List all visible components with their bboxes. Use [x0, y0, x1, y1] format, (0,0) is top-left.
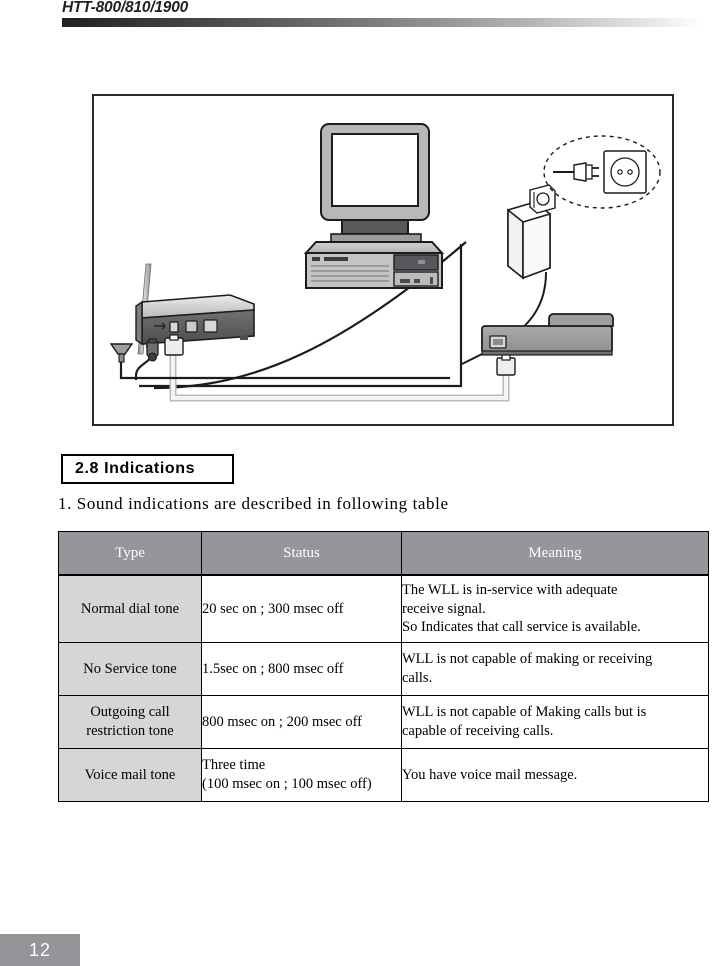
cell-status: 800 msec on ; 200 msec off [201, 695, 402, 749]
meaning-line: You have voice mail message. [402, 766, 578, 783]
crt-monitor [320, 123, 430, 243]
cell-type: Normal dial tone [58, 574, 202, 643]
cell-meaning: The WLL is in-service with adequate rece… [401, 574, 709, 643]
meaning-line: capable of receiving calls. [402, 723, 554, 739]
desktop-pc-case [303, 241, 445, 289]
table-row: Outgoing call restriction tone 800 msec … [58, 695, 709, 749]
column-header-type: Type [58, 531, 202, 576]
dc-connector [146, 338, 159, 362]
table-row: Normal dial tone 20 sec on ; 300 msec of… [58, 574, 709, 643]
cell-status: Three time (100 msec on ; 100 msec off) [201, 748, 402, 802]
rj11-line-connector-left [164, 334, 184, 356]
page-footer: 12 [0, 934, 80, 966]
table-row: No Service tone 1.5sec on ; 800 msec off… [58, 642, 709, 696]
page-number: 12 [28, 940, 52, 960]
type-line: restriction tone [86, 723, 174, 739]
cell-status: 1.5sec on ; 800 msec off [201, 642, 402, 696]
cell-meaning: WLL is not capable of making or receivin… [401, 642, 709, 696]
telephone-line-cable [169, 354, 510, 402]
table-header-row: Type Status Meaning [58, 531, 709, 576]
two-prong-mains-plug [553, 162, 599, 182]
header-title: HTT-800/810/1900 [62, 0, 189, 16]
cell-type: No Service tone [58, 642, 202, 696]
meaning-line: receive signal. [402, 600, 486, 617]
wall-outlet-callout [543, 135, 661, 209]
cell-status: 20 sec on ; 300 msec off [201, 574, 402, 643]
telephone-set [481, 313, 614, 356]
meaning-line: WLL is not capable of Making calls but i… [402, 704, 647, 721]
power-connector [109, 343, 134, 363]
meaning-line: The WLL is in-service with adequate [402, 582, 618, 599]
meaning-line: calls. [402, 670, 433, 686]
column-header-meaning: Meaning [401, 531, 709, 576]
column-header-status: Status [201, 531, 402, 576]
cell-type: Voice mail tone [58, 748, 202, 802]
meaning-line: WLL is not capable of making or receivin… [402, 651, 653, 668]
cell-meaning: WLL is not capable of Making calls but i… [401, 695, 709, 749]
cell-meaning: You have voice mail message. [401, 748, 709, 802]
cell-type: Outgoing call restriction tone [58, 695, 202, 749]
meaning-line: So Indicates that call service is availa… [402, 619, 641, 636]
status-line: Three time [202, 757, 266, 774]
section-heading-box: 2.8 Indications [61, 454, 234, 484]
connection-diagram-frame [92, 94, 674, 426]
status-line: (100 msec on ; 100 msec off) [202, 776, 372, 792]
section-heading-label: 2.8 Indications [75, 460, 196, 477]
page-header: HTT-800/810/1900 [0, 0, 712, 34]
ac-power-adapter [507, 184, 556, 280]
sound-indications-table: Type Status Meaning Normal dial tone 20 … [58, 531, 709, 802]
type-line: Outgoing call [90, 704, 170, 721]
header-gradient-rule [62, 18, 702, 27]
connection-diagram [109, 123, 661, 402]
wall-socket [603, 150, 647, 194]
table-row: Voice mail tone Three time (100 msec on … [58, 748, 709, 802]
section-intro-text: 1. Sound indications are described in fo… [58, 494, 449, 513]
rj11-line-connector-right [496, 354, 516, 376]
